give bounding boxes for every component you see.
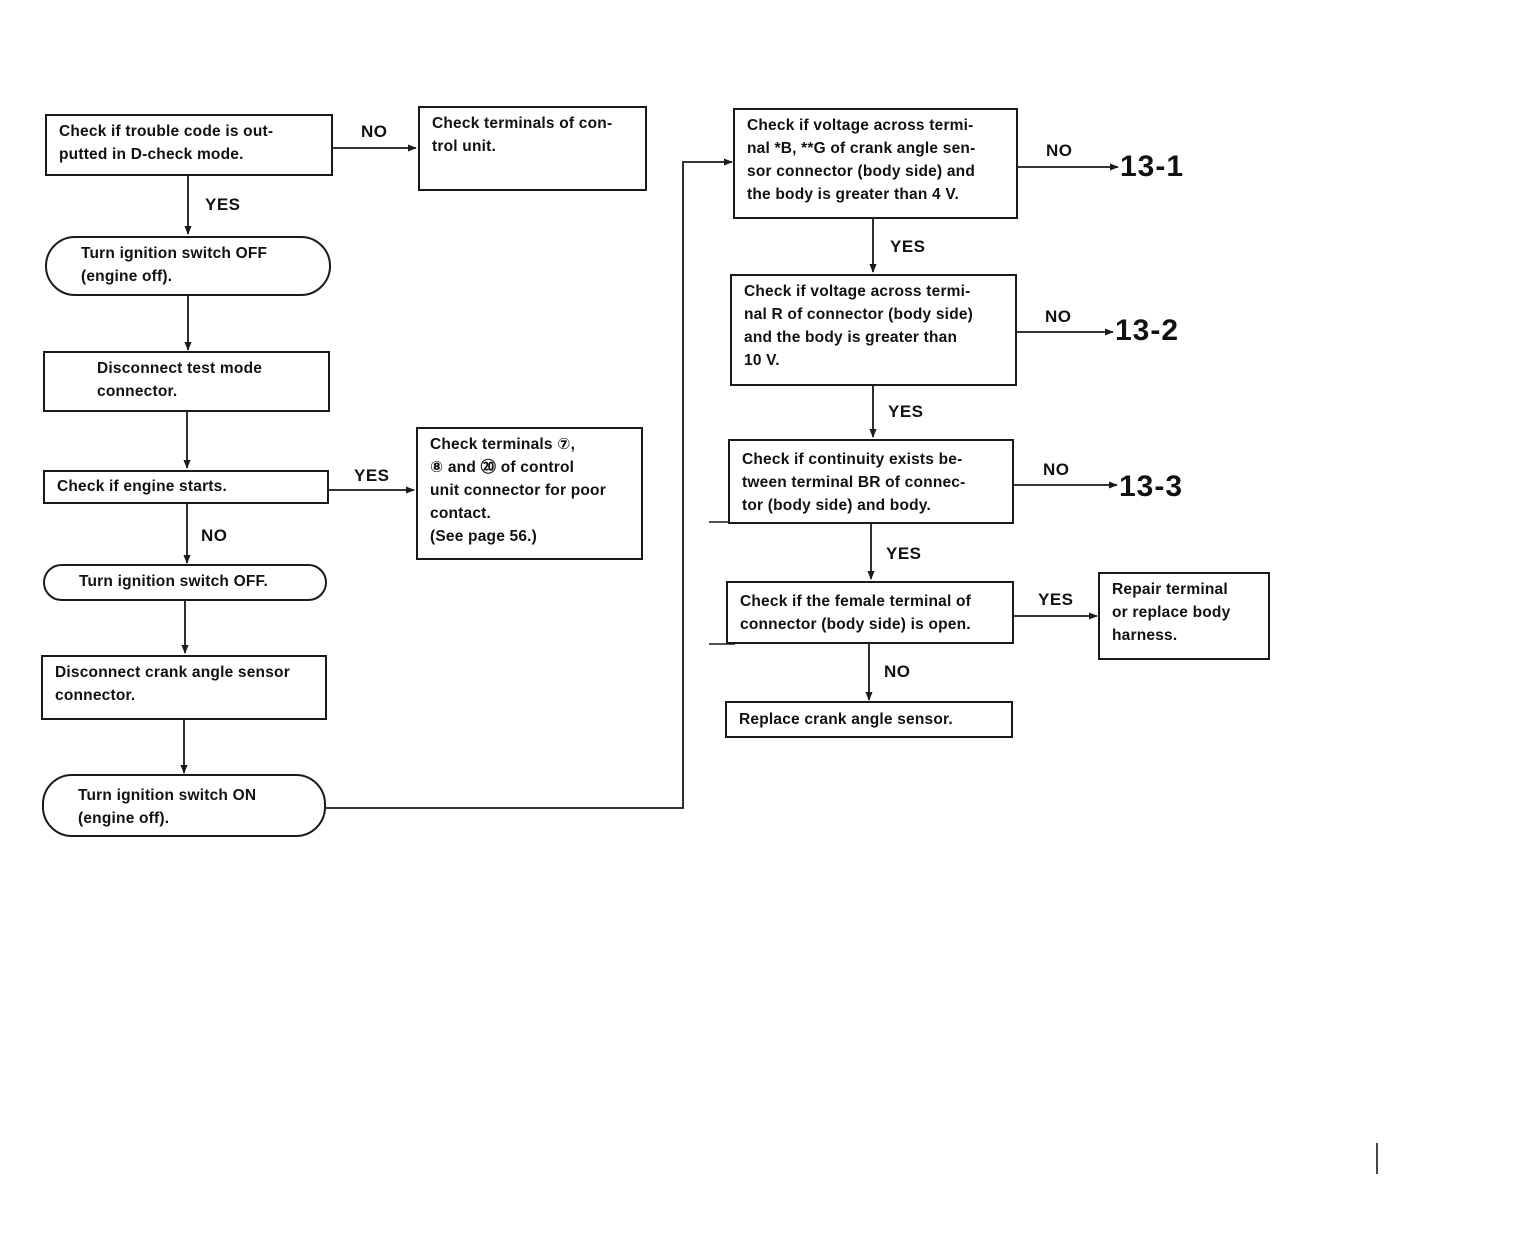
check-control-unit-terminals-box: Check terminals of con- trol unit. [418,106,647,191]
turn-ignition-off-engine-off-box: Turn ignition switch OFF (engine off). [45,236,331,296]
check-continuity-box: Check if continuity exists be- tween ter… [728,439,1014,524]
disconnect-crank-sensor-box: Disconnect crank angle sensor connector. [41,655,327,720]
repair-terminal-box: Repair terminal or replace body harness. [1098,572,1270,660]
check-continuity-text: Check if continuity exists be- tween ter… [742,451,966,514]
check-voltage-4v-box: Check if voltage across termi- nal *B, *… [733,108,1018,219]
replace-crank-sensor-box: Replace crank angle sensor. [725,701,1013,738]
check-female-terminal-box: Check if the female terminal of connecto… [726,581,1014,644]
check-trouble-code-box: Check if trouble code is out- putted in … [45,114,333,176]
arrow-b7-b10 [326,158,733,809]
disconnect-test-mode-text: Disconnect test mode connector. [97,360,263,400]
check-terminals-poor-contact-text: Check terminals ⑦, ⑧ and ⑳ of control un… [430,436,606,545]
disconnect-test-mode-box: Disconnect test mode connector. [43,351,330,412]
label-yes-b10: YES [890,237,926,256]
label-no-b12: NO [1043,460,1070,479]
label-no-b10: NO [1046,141,1073,160]
check-control-unit-terminals-text: Check terminals of con- trol unit. [432,115,613,155]
label-yes-b4: YES [354,466,390,485]
label-yes-b12: YES [886,544,922,563]
disconnect-crank-sensor-text: Disconnect crank angle sensor connector. [55,664,290,704]
check-voltage-10v-text: Check if voltage across termi- nal R of … [744,283,974,369]
label-yes-b11: YES [888,402,924,421]
label-no-b11: NO [1045,307,1072,326]
check-terminals-poor-contact-box: Check terminals ⑦, ⑧ and ⑳ of control un… [416,427,643,560]
check-engine-starts-text: Check if engine starts. [57,478,227,495]
ref-13-1: 13-1 [1120,150,1185,183]
label-no-b13: NO [884,662,911,681]
turn-ignition-on-box: Turn ignition switch ON (engine off). [42,774,326,837]
label-no-b1: NO [361,122,388,141]
replace-crank-sensor-text: Replace crank angle sensor. [739,711,953,728]
turn-ignition-off-box: Turn ignition switch OFF. [43,564,327,601]
repair-terminal-text: Repair terminal or replace body harness. [1112,581,1231,644]
check-trouble-code-text: Check if trouble code is out- putted in … [59,123,274,163]
check-voltage-10v-box: Check if voltage across termi- nal R of … [730,274,1017,386]
ref-13-2: 13-2 [1115,314,1180,347]
turn-ignition-on-text: Turn ignition switch ON (engine off). [78,787,257,827]
turn-ignition-off-text: Turn ignition switch OFF. [79,573,268,590]
label-yes-b13: YES [1038,590,1074,609]
check-engine-starts-box: Check if engine starts. [43,470,329,504]
label-yes-b1: YES [205,195,241,214]
check-female-terminal-text: Check if the female terminal of connecto… [740,593,972,633]
check-voltage-4v-text: Check if voltage across termi- nal *B, *… [747,117,976,203]
turn-ignition-off-engine-off-text: Turn ignition switch OFF (engine off). [81,245,268,285]
ref-13-3: 13-3 [1119,470,1184,503]
label-no-b4: NO [201,526,228,545]
